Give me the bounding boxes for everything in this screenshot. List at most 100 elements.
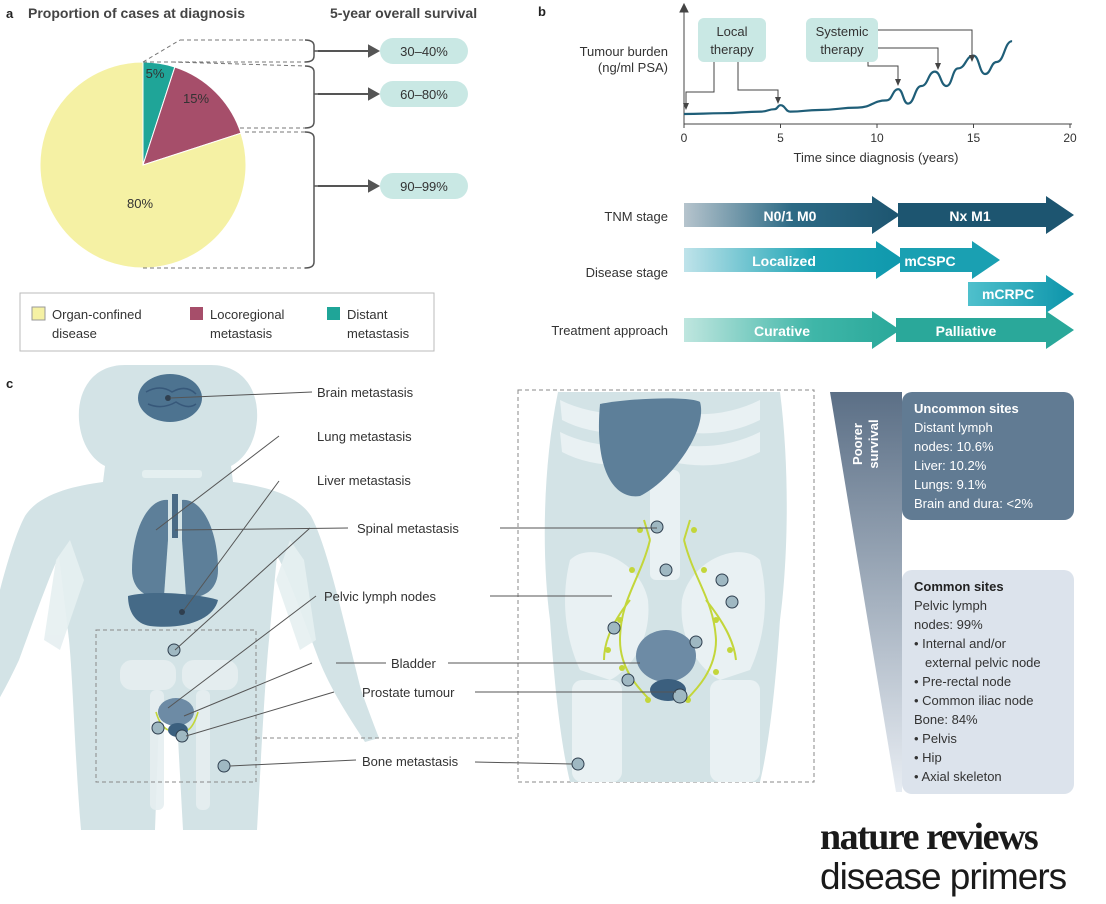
site-label: Pelvic lymph nodes xyxy=(324,589,436,604)
box-line: • Hip xyxy=(914,750,942,765)
pie-slice-label: 80% xyxy=(127,196,153,211)
x-tick-label: 5 xyxy=(777,131,784,145)
y-axis-label: (ng/ml PSA) xyxy=(598,60,668,75)
journal-logo: nature reviews disease primers xyxy=(820,818,1102,898)
stage-arrow xyxy=(684,241,904,279)
stage-arrow-label: N0/1 M0 xyxy=(764,208,817,224)
legend-swatch xyxy=(190,307,203,320)
stage-arrow-label: mCSPC xyxy=(904,253,955,269)
row-label: TNM stage xyxy=(604,209,668,224)
callout-text: Local xyxy=(716,24,747,39)
legend-label: metastasis xyxy=(210,326,273,341)
survival-brackets xyxy=(304,39,318,269)
box-line: nodes: 99% xyxy=(914,617,983,632)
panel-c-label: c xyxy=(6,376,13,391)
x-axis-label: Time since diagnosis (years) xyxy=(794,150,959,165)
box-line: • Common iliac node xyxy=(914,693,1033,708)
callout-text: therapy xyxy=(820,42,864,57)
survival-axis-label: survival xyxy=(866,419,881,468)
y-axis-label: Tumour burden xyxy=(580,44,668,59)
callout-text: Systemic xyxy=(816,24,869,39)
pie-guides xyxy=(142,39,306,269)
stage-arrow xyxy=(898,196,1074,234)
uncommon-sites-box: Uncommon sites Distant lymph nodes: 10.6… xyxy=(902,392,1074,520)
box-line: nodes: 10.6% xyxy=(914,439,994,454)
x-tick-label: 20 xyxy=(1063,131,1077,145)
x-tick-label: 10 xyxy=(870,131,884,145)
pie-slice-label: 5% xyxy=(146,66,165,81)
survival-value: 30–40% xyxy=(400,44,448,59)
panel-a: a Proportion of cases at diagnosis 5-yea… xyxy=(6,5,477,352)
site-label: Liver metastasis xyxy=(317,473,411,488)
site-label: Bone metastasis xyxy=(362,754,459,769)
box-line: Distant lymph xyxy=(914,420,993,435)
stage-arrow xyxy=(968,275,1074,313)
box-line: Pelvic lymph xyxy=(914,598,987,613)
survival-axis-label: Poorer xyxy=(850,423,865,465)
site-label: Brain metastasis xyxy=(317,385,414,400)
pie-chart: 5% 15% 80% xyxy=(39,61,247,269)
survival-pills: 30–40% 60–80% 90–99% xyxy=(380,38,468,199)
systemic-therapy-callout: Systemic therapy xyxy=(806,18,975,86)
box-line: • Internal and/or xyxy=(914,636,1007,651)
callout-text: therapy xyxy=(710,42,754,57)
site-label: Spinal metastasis xyxy=(357,521,459,536)
survival-value: 90–99% xyxy=(400,179,448,194)
stage-arrow-label: Nx M1 xyxy=(949,208,990,224)
stage-arrow-label: Curative xyxy=(754,323,810,339)
x-tick-label: 15 xyxy=(967,131,981,145)
survival-value: 60–80% xyxy=(400,87,448,102)
pelvis-zoom-illustration xyxy=(517,389,815,783)
pie-slice xyxy=(142,66,242,166)
site-label: Prostate tumour xyxy=(362,685,455,700)
box-line: Bone: 84% xyxy=(914,712,978,727)
box-line: Lungs: 9.1% xyxy=(914,477,987,492)
stage-arrow-label: Localized xyxy=(752,253,816,269)
panel-b-label: b xyxy=(538,4,546,19)
survival-arrows xyxy=(318,44,381,193)
stage-rows: TNM stage N0/1 M0 Nx M1 Disease stage Lo… xyxy=(551,196,1074,349)
legend-label: Locoregional xyxy=(210,307,285,322)
panel-a-label: a xyxy=(6,6,14,21)
legend-label: metastasis xyxy=(347,326,410,341)
journal-logo-line2: disease primers xyxy=(820,856,1067,897)
box-line: Liver: 10.2% xyxy=(914,458,987,473)
site-labels: Brain metastasis Lung metastasis Liver m… xyxy=(317,385,459,769)
panel-b: b Tumour burden (ng/ml PSA) 0 5 10 15 20 Tim… xyxy=(538,2,1077,349)
legend-label: Distant xyxy=(347,307,388,322)
x-axis-ticks: 0 5 10 15 20 xyxy=(681,124,1077,145)
box-title: Uncommon sites xyxy=(914,401,1019,416)
stage-arrow-label: mCRPC xyxy=(982,286,1034,302)
pie-slice-label: 15% xyxy=(183,91,209,106)
site-label: Bladder xyxy=(391,656,436,671)
stage-arrow xyxy=(684,196,900,234)
common-sites-box: Common sites Pelvic lymph nodes: 99% • I… xyxy=(902,570,1074,794)
stage-arrow xyxy=(684,311,900,349)
legend-label: Organ-confined xyxy=(52,307,142,322)
pie-legend: Organ-confined disease Locoregional meta… xyxy=(19,292,435,352)
x-tick-label: 0 xyxy=(681,131,688,145)
legend-swatch xyxy=(31,306,46,321)
box-line: • Pelvis xyxy=(914,731,957,746)
survival-title: 5-year overall survival xyxy=(330,5,477,21)
stage-arrow xyxy=(896,311,1074,349)
journal-logo-line1: nature reviews xyxy=(820,816,1039,858)
box-line: external pelvic node xyxy=(925,655,1041,670)
box-line: • Axial skeleton xyxy=(914,769,1002,784)
pie-slice xyxy=(39,61,247,269)
stage-arrow-label: Palliative xyxy=(936,323,997,339)
box-line: Brain and dura: <2% xyxy=(914,496,1033,511)
leader-lines xyxy=(155,391,676,767)
stage-arrow xyxy=(900,241,1000,279)
site-label: Lung metastasis xyxy=(317,429,412,444)
box-title: Common sites xyxy=(914,579,1004,594)
local-therapy-callout: Local therapy xyxy=(683,18,781,110)
pie-title: Proportion of cases at diagnosis xyxy=(28,5,245,21)
survival-gradient: Poorer survival xyxy=(830,392,902,792)
panel-c: c xyxy=(0,365,1074,830)
legend-label: disease xyxy=(52,326,97,341)
row-label: Disease stage xyxy=(586,265,668,280)
row-label: Treatment approach xyxy=(551,323,668,338)
legend-swatch xyxy=(327,307,340,320)
